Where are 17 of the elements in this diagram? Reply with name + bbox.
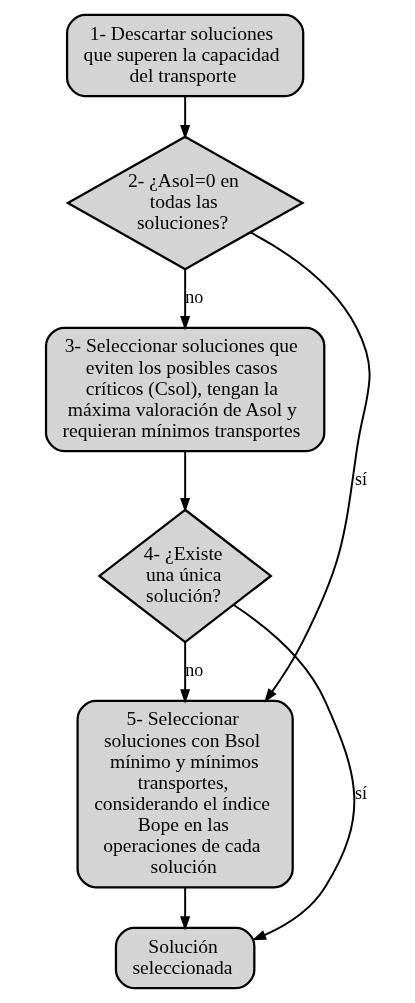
edge-label: sí bbox=[354, 469, 367, 490]
edge-label: no bbox=[184, 287, 203, 308]
edge-label: sí bbox=[354, 782, 367, 803]
node-box: 5- Seleccionar soluciones con Bsol mínimo y mínimos transportes, considerando el índice Bope en las operaciones de cada solución bbox=[75, 699, 294, 889]
arrow bbox=[179, 641, 190, 704]
arrow bbox=[179, 450, 190, 513]
node-box: 1- Descartar soluciones que superen la capacidad del transporte bbox=[65, 13, 304, 98]
arrow bbox=[248, 231, 371, 703]
node-diamond: 4- ¿Existe una única solución? bbox=[97, 508, 273, 644]
node-diamond: 2- ¿Asol=0 en todas las soluciones? bbox=[65, 135, 305, 271]
arrow bbox=[232, 604, 355, 941]
arrow bbox=[179, 268, 190, 331]
edge-label: no bbox=[184, 660, 203, 681]
node-box: 3- Seleccionar soluciones que eviten los posibles casos críticos (Csol), tengan la máxima valoración de Asol y requieran mínimos transportes bbox=[44, 326, 325, 453]
arrow bbox=[179, 886, 190, 931]
node-box: Solución seleccionada bbox=[114, 926, 255, 990]
arrow bbox=[179, 95, 190, 140]
